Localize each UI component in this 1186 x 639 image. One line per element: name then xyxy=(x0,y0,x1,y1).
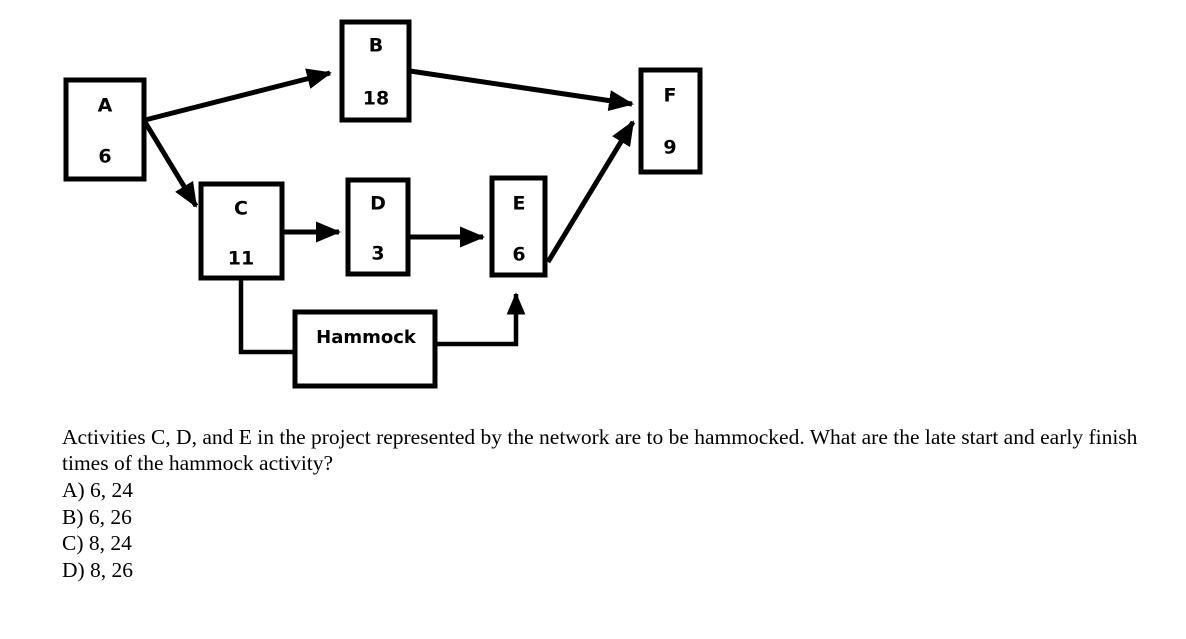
answer-option-d[interactable]: D) 8, 26 xyxy=(62,557,134,582)
node-d-duration: 3 xyxy=(371,243,384,265)
node-c[interactable]: C 11 xyxy=(198,181,285,281)
node-b-label: B xyxy=(369,35,383,57)
node-hammock-label: Hammock xyxy=(316,327,417,348)
node-f-label: F xyxy=(664,85,677,107)
edge-layer xyxy=(142,68,636,355)
node-d-label: D xyxy=(370,193,386,215)
edge-hammock-to-e xyxy=(434,292,526,347)
node-e-label: E xyxy=(513,193,526,215)
node-a-duration: 6 xyxy=(98,146,111,168)
network-diagram: A 6 B 18 C 11 D 3 E 6 F 9 xyxy=(0,0,760,410)
node-c-box[interactable] xyxy=(198,181,285,281)
answer-options: A) 6, 24 B) 6, 26 C) 8, 24 D) 8, 26 xyxy=(62,477,1152,583)
node-a[interactable]: A 6 xyxy=(63,77,147,182)
edge-a-to-b xyxy=(144,68,332,123)
node-b-box[interactable] xyxy=(339,19,412,123)
node-hammock[interactable]: Hammock xyxy=(292,309,438,389)
node-b[interactable]: B 18 xyxy=(339,19,412,123)
node-c-duration: 11 xyxy=(228,248,254,270)
question-text: Activities C, D, and E in the project re… xyxy=(62,425,1143,475)
network-diagram-svg: A 6 B 18 C 11 D 3 E 6 F 9 xyxy=(63,19,703,389)
answer-option-a[interactable]: A) 6, 24 xyxy=(62,478,134,502)
node-c-label: C xyxy=(234,198,248,220)
answer-option-c[interactable]: C) 8, 24 xyxy=(62,531,132,555)
node-d-box[interactable] xyxy=(345,177,411,277)
edge-b-to-f xyxy=(409,68,634,112)
node-hammock-box[interactable] xyxy=(292,309,438,389)
node-a-label: A xyxy=(98,95,113,117)
node-e-duration: 6 xyxy=(512,244,525,266)
node-a-box[interactable] xyxy=(63,77,147,182)
question-block: Activities C, D, and E in the project re… xyxy=(62,424,1152,583)
node-d[interactable]: D 3 xyxy=(345,177,411,277)
node-e[interactable]: E 6 xyxy=(489,175,548,278)
node-f-box[interactable] xyxy=(638,67,703,175)
node-e-box[interactable] xyxy=(489,175,548,278)
node-f-duration: 9 xyxy=(663,137,676,159)
node-f[interactable]: F 9 xyxy=(638,67,703,175)
edge-e-to-f xyxy=(545,120,636,264)
edge-a-to-c xyxy=(142,120,199,208)
edge-c-to-hammock xyxy=(238,278,297,355)
node-b-duration: 18 xyxy=(363,88,389,110)
answer-option-b[interactable]: B) 6, 26 xyxy=(62,504,132,529)
